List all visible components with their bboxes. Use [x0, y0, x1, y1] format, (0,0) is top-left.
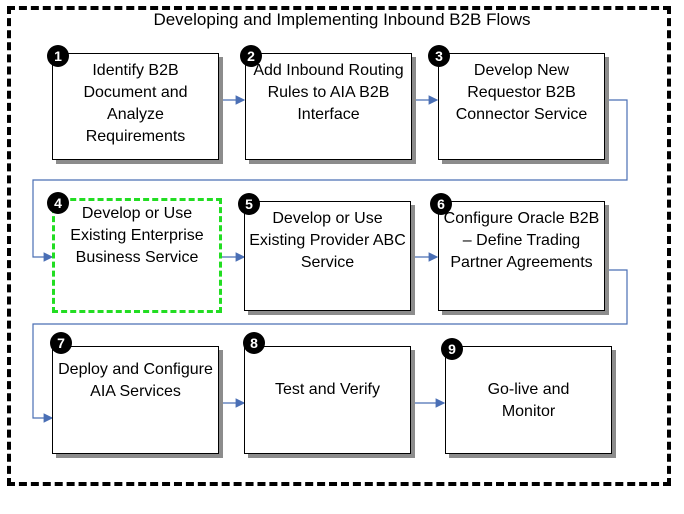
step-4-label: Develop or Use Existing Enterprise Busin… [70, 205, 204, 266]
step-8-label: Test and Verify [275, 381, 380, 398]
step-3-number-badge: 3 [428, 45, 450, 67]
step-7-box: Deploy and Configure AIA Services [52, 346, 219, 454]
step-1-label: Identify B2B Document and Analyze Requir… [83, 62, 188, 145]
step-9-box: Go-live and Monitor [445, 346, 612, 454]
connector-6-7 [32, 269, 628, 423]
step-1-number-badge: 1 [47, 45, 69, 67]
step-5-number-badge: 5 [238, 193, 260, 215]
step-7-number-badge: 7 [50, 332, 72, 354]
step-3-label: Develop New Requestor B2B Connector Serv… [455, 62, 588, 123]
step-6-number-badge: 6 [430, 193, 452, 215]
step-8-number-badge: 8 [243, 332, 265, 354]
connector-3-4 [32, 99, 628, 262]
step-6-box: Configure Oracle B2B – Define Trading Pa… [438, 201, 605, 311]
step-9-number-badge: 9 [441, 338, 463, 360]
step-2-label: Add Inbound Routing Rules to AIA B2B Int… [253, 62, 404, 123]
step-5-box: Develop or Use Existing Provider ABC Ser… [244, 201, 411, 311]
step-8-box: Test and Verify [244, 346, 411, 454]
step-2-box: Add Inbound Routing Rules to AIA B2B Int… [245, 53, 412, 160]
step-5-label: Develop or Use Existing Provider ABC Ser… [249, 210, 406, 271]
diagram-title: Developing and Implementing Inbound B2B … [153, 10, 531, 29]
step-4-box: Develop or Use Existing Enterprise Busin… [52, 198, 222, 313]
step-4-number-badge: 4 [47, 192, 69, 214]
step-2-number-badge: 2 [240, 45, 262, 67]
step-1-box: Identify B2B Document and Analyze Requir… [52, 53, 219, 160]
step-6-label: Configure Oracle B2B – Define Trading Pa… [443, 210, 600, 271]
step-9-label: Go-live and Monitor [487, 381, 570, 420]
step-3-box: Develop New Requestor B2B Connector Serv… [438, 53, 605, 160]
outer-dashed-frame [7, 6, 671, 486]
step-7-label: Deploy and Configure AIA Services [58, 361, 213, 400]
